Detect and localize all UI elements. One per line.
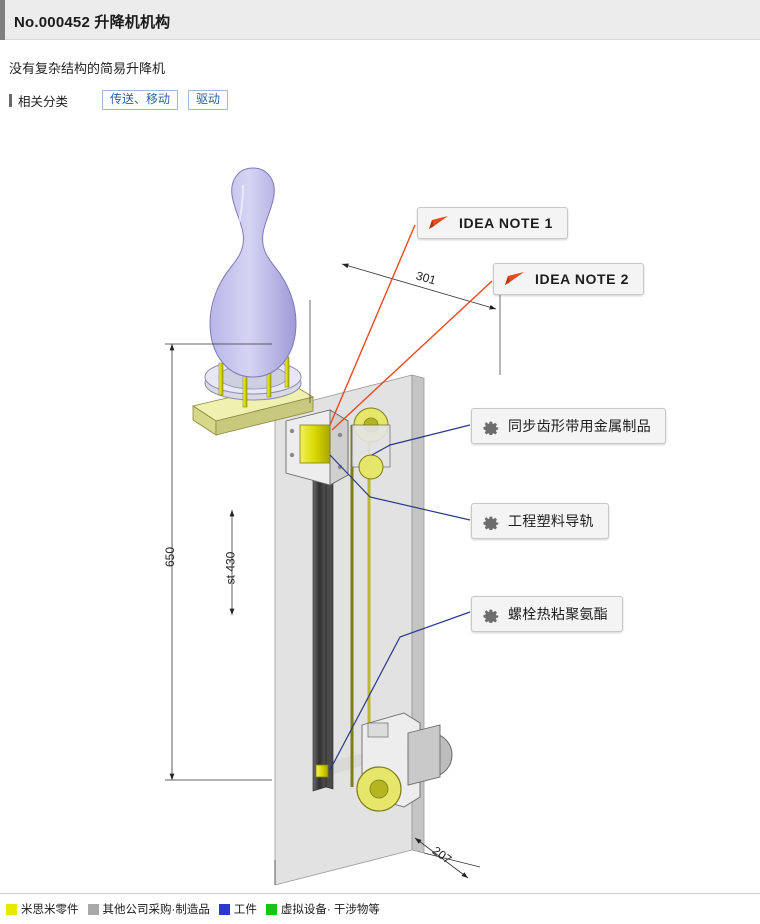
- leader-idea-note-2: [331, 280, 493, 431]
- leader-idea-note-1: [329, 224, 416, 426]
- callout-idea-note-2-label: IDEA NOTE 2: [535, 271, 629, 287]
- category-tag-transport[interactable]: 传送、移动: [102, 89, 179, 111]
- technical-drawing: 301 650 st 430 207 IDEA NOTE 1 IDEA NOTE…: [0, 125, 760, 885]
- callout-plastic-rail-label: 工程塑料导轨: [508, 513, 594, 529]
- top-pulley: [351, 407, 391, 480]
- category-label: 相关分类: [18, 94, 69, 109]
- category-row: 相关分类 传送、移动 驱动: [9, 89, 238, 111]
- leader-bolt-urethane: [329, 611, 471, 771]
- drawing-svg: [165, 167, 501, 885]
- category-tag-drive[interactable]: 驱动: [188, 89, 229, 111]
- legend: 米思米零件 其他公司采购·制造品 工件 虚拟设备· 干涉物等: [0, 893, 760, 924]
- legend-label-workpiece: 工件: [233, 904, 257, 916]
- legend-swatch-workpiece: [218, 903, 230, 915]
- workpiece-bottle: [209, 167, 297, 378]
- category-mark: [9, 93, 12, 107]
- carriage-block: [285, 409, 349, 486]
- legend-label-misumi: 米思米零件: [21, 904, 79, 916]
- legend-item-other: 其他公司采购·制造品: [87, 901, 210, 917]
- drive-assembly: [315, 712, 453, 812]
- legend-swatch-other: [87, 903, 99, 915]
- page-title: No.000452 升降机机构: [14, 14, 171, 31]
- legend-item-misumi: 米思米零件: [6, 901, 79, 917]
- callout-idea-note-2[interactable]: IDEA NOTE 2: [493, 263, 644, 295]
- legend-swatch-virtual: [265, 903, 277, 915]
- dim-label-650: 650: [163, 546, 178, 568]
- page-header: No.000452 升降机机构: [0, 0, 760, 40]
- callout-idea-note-1[interactable]: IDEA NOTE 1: [417, 207, 568, 239]
- pencil-icon: [428, 215, 450, 231]
- legend-item-workpiece: 工件: [218, 901, 257, 917]
- linear-rail: [312, 440, 334, 792]
- gear-icon: [482, 513, 499, 531]
- callout-bolt-urethane[interactable]: 螺栓热粘聚氨酯: [471, 596, 624, 632]
- dim-label-430: st 430: [223, 551, 238, 585]
- legend-label-other: 其他公司采购·制造品: [102, 904, 210, 916]
- callout-timing-belt[interactable]: 同步齿形带用金属制品: [471, 408, 666, 444]
- callout-plastic-rail[interactable]: 工程塑料导轨: [471, 503, 609, 539]
- gear-icon: [482, 418, 499, 436]
- pencil-icon: [504, 271, 526, 287]
- legend-label-virtual: 虚拟设备· 干涉物等: [280, 904, 380, 916]
- dim-depth-207: [274, 837, 481, 885]
- gear-icon: [482, 606, 499, 624]
- header-accent-bar: [0, 0, 5, 40]
- description-text: 没有复杂结构的简易升降机: [9, 61, 166, 76]
- leader-plastic-rail: [329, 454, 471, 521]
- callout-idea-note-1-label: IDEA NOTE 1: [459, 215, 553, 231]
- leader-timing-belt: [371, 424, 471, 456]
- legend-item-virtual: 虚拟设备· 干涉物等: [265, 901, 380, 917]
- callout-bolt-urethane-label: 螺栓热粘聚氨酯: [508, 606, 609, 622]
- callout-timing-belt-label: 同步齿形带用金属制品: [508, 418, 651, 434]
- legend-swatch-misumi: [6, 903, 17, 915]
- dim-height-650: [165, 343, 272, 781]
